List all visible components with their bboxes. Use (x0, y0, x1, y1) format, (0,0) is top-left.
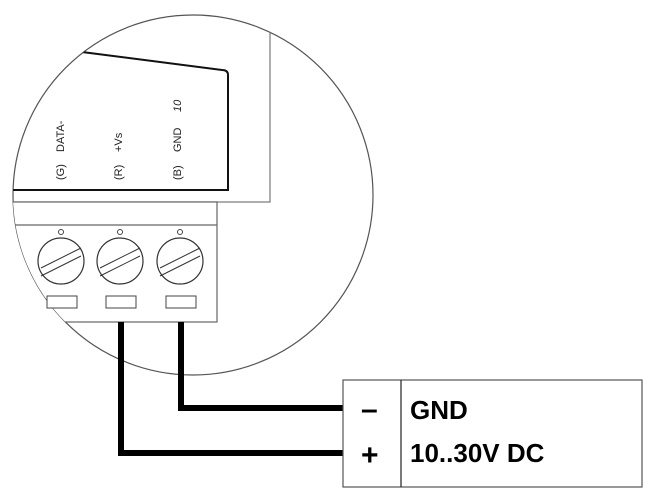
screw-terminal-2 (96, 229, 144, 309)
terminal-label-1: (G) DATA- (55, 120, 67, 180)
screw-terminal-3 (156, 229, 204, 309)
terminal-label-3: (B) GND 10 (172, 99, 184, 180)
svg-text:(R): (R) (113, 165, 125, 180)
supply-wire (118, 322, 344, 456)
svg-text:+Vs: +Vs (113, 132, 125, 152)
svg-text:10: 10 (172, 99, 184, 112)
svg-text:GND: GND (172, 128, 184, 153)
plus-sign: + (361, 439, 379, 472)
minus-sign: – (361, 393, 378, 426)
label-panel (13, 51, 229, 191)
screw-terminal-1 (37, 229, 85, 309)
terminal-label-2: (R) +Vs (113, 132, 125, 180)
svg-text:DATA-: DATA- (55, 120, 67, 152)
voltage-label: 10..30V DC (410, 438, 545, 468)
power-supply-box: – + GND 10..30V DC (342, 379, 643, 488)
gnd-wire (178, 322, 344, 411)
svg-text:(B): (B) (172, 165, 184, 180)
svg-text:(G): (G) (55, 164, 67, 180)
gnd-label: GND (410, 395, 468, 425)
